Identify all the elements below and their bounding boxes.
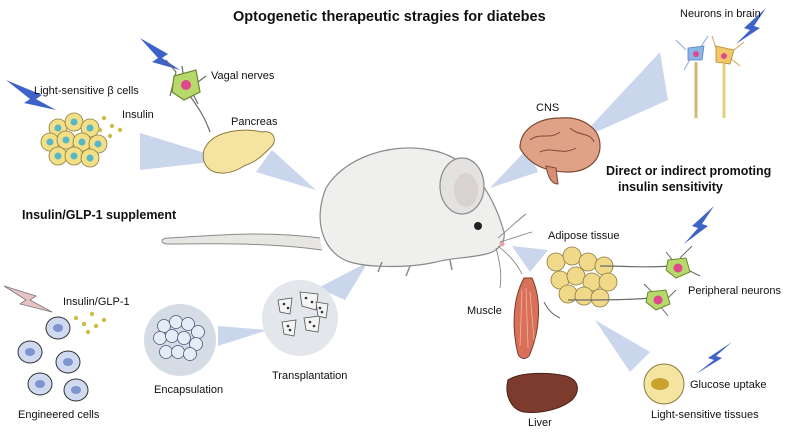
light-bolt-icon-neurons — [736, 8, 766, 44]
encapsulated-cell — [159, 345, 173, 359]
beta-cell — [56, 130, 76, 150]
label-encapsulation: Encapsulation — [154, 384, 224, 396]
glucose-uptake-cell-icon — [643, 363, 685, 405]
insulin-dot — [107, 133, 113, 139]
label-pancreas: Pancreas — [231, 116, 278, 128]
insulin-glp1-dot — [81, 321, 87, 327]
vagal-neuron-icon — [165, 59, 211, 133]
peripheral-neurons-icon — [567, 245, 701, 317]
engineered-cell — [45, 316, 71, 340]
encapsulated-cell — [169, 315, 183, 329]
adipocyte — [590, 288, 610, 308]
pancreas-icon — [202, 129, 275, 174]
brain-icon — [519, 117, 601, 185]
encapsulated-cell — [153, 331, 167, 345]
insulin-glp1-dot — [73, 315, 79, 321]
adipocyte — [562, 246, 582, 266]
adipocyte — [574, 286, 594, 306]
beta-cell — [80, 148, 100, 168]
arrow-cns-to-mouse — [490, 148, 538, 188]
engineered-cell — [17, 340, 43, 364]
liver-icon — [506, 372, 578, 413]
encapsulated-cell — [177, 331, 191, 345]
beta-cell — [88, 134, 108, 154]
muscle-icon — [513, 277, 561, 359]
light-bolt-icon-engineered — [3, 285, 53, 313]
encapsulated-cell — [189, 337, 203, 351]
insulin-glp1-dot — [85, 329, 91, 335]
insulin-dot — [109, 123, 115, 129]
label-direct-indirect-line1: Direct or indirect promoting — [606, 164, 772, 178]
engineered-cell — [63, 378, 89, 402]
mouse-illustration — [161, 147, 533, 289]
encapsulated-cell — [191, 325, 205, 339]
label-engineered-cells: Engineered cells — [18, 409, 100, 421]
insulin-glp1-dots — [73, 311, 107, 335]
adipocyte — [546, 252, 566, 272]
insulin-dot — [117, 127, 123, 133]
engineered-cell — [55, 350, 81, 374]
engineered-cells-group — [17, 316, 89, 402]
label-insulin-glp1-supplement: Insulin/GLP-1 supplement — [22, 208, 177, 222]
neurons-in-brain-icon — [675, 35, 745, 118]
light-bolt-icon-beta — [6, 80, 56, 110]
label-vagal-nerves: Vagal nerves — [211, 70, 275, 82]
label-direct-indirect-line2: insulin sensitivity — [618, 180, 723, 194]
arrow-transplant-to-mouse — [318, 262, 368, 300]
arrow-peripheral-to-tissue — [595, 320, 650, 372]
label-light-sensitive-beta-cells: Light-sensitive β cells — [34, 85, 139, 97]
arrow-mouse-to-adipose — [512, 246, 548, 272]
insulin-dot — [97, 127, 103, 133]
arrow-neurons-to-cns — [578, 52, 668, 140]
encapsulated-cell — [183, 347, 197, 361]
beta-cell — [48, 146, 68, 166]
insulin-dot — [101, 115, 107, 121]
label-glucose-uptake: Glucose uptake — [690, 379, 767, 391]
light-bolt-icons — [3, 8, 766, 374]
insulin-glp1-dot — [101, 317, 107, 323]
label-insulin: Insulin — [122, 109, 154, 121]
encapsulated-cell — [165, 329, 179, 343]
beta-cells-cluster — [40, 112, 123, 168]
diagram-title: Optogenetic therapeutic stragies for dia… — [233, 9, 546, 25]
label-cns: CNS — [536, 102, 560, 114]
insulin-glp1-dot — [93, 323, 99, 329]
beta-cell — [80, 118, 100, 138]
label-insulin-glp1: Insulin/GLP-1 — [63, 296, 130, 308]
label-adipose-tissue: Adipose tissue — [548, 230, 620, 242]
arrow-pancreas-to-mouse — [256, 150, 316, 190]
label-neurons-in-brain: Neurons in brain — [680, 8, 761, 20]
beta-cell — [64, 146, 84, 166]
light-bolt-icon-tissues — [696, 342, 732, 374]
light-bolt-icon-vagal — [140, 38, 180, 70]
label-peripheral-neurons: Peripheral neurons — [688, 285, 781, 297]
engineered-cell — [27, 372, 53, 396]
light-bolt-icon-peripheral — [684, 206, 714, 244]
insulin-glp1-dot — [89, 311, 95, 317]
label-light-sensitive-tissues: Light-sensitive tissues — [651, 409, 759, 421]
transplantation-islets-icon — [262, 280, 338, 356]
adipose-tissue-icon — [546, 246, 618, 308]
label-muscle: Muscle — [467, 305, 502, 317]
label-transplantation: Transplantation — [272, 370, 348, 382]
adipocyte — [578, 252, 598, 272]
encapsulated-cell — [181, 317, 195, 331]
adipocyte — [598, 272, 618, 292]
beta-cell — [64, 112, 84, 132]
beta-cell — [40, 132, 60, 152]
encapsulation-capsule-icon — [144, 304, 216, 376]
arrow-encapsulation-to-transplant — [218, 326, 268, 346]
label-liver: Liver — [528, 417, 552, 429]
adipocyte — [566, 266, 586, 286]
encapsulated-cell — [171, 345, 185, 359]
